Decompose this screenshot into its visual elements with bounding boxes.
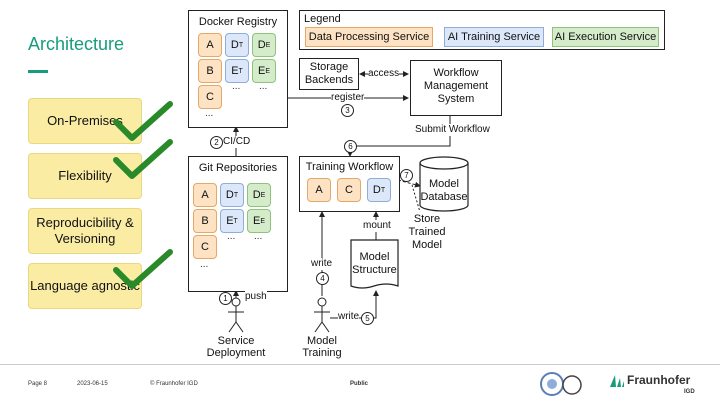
step-6-marker: 6 [344, 140, 357, 153]
legend-title: Legend [304, 13, 341, 25]
checkmark-icon [113, 139, 173, 179]
git-cell-b: B [193, 209, 217, 233]
step-2-marker: 2 [210, 136, 223, 149]
service-actor-line1: Service [217, 335, 255, 347]
feature-reproducibility: Reproducibility & Versioning [28, 208, 142, 254]
legend-data-processing: Data Processing Service [305, 27, 433, 47]
git-cell-c: C [193, 235, 217, 259]
edge-access-label: access [368, 68, 400, 80]
git-dots: ... [227, 231, 236, 242]
legend-ai-execution: AI Execution Service [552, 27, 659, 47]
step-3-marker: 3 [341, 104, 354, 117]
docker-cell-c: C [198, 85, 222, 109]
footer-brand-sub: IGD [684, 389, 695, 395]
edge-write-up-label: write [311, 258, 333, 270]
training-cell-a: A [307, 178, 331, 202]
docker-dots: ... [259, 81, 268, 92]
service-actor-figure [228, 297, 244, 333]
checkmark-icon [113, 249, 173, 289]
fraunhofer-logo-icon [610, 375, 624, 387]
title-accent-line [28, 70, 48, 73]
storage-line2: Backends [304, 74, 354, 86]
service-actor-line2: Deployment [206, 347, 266, 359]
slide-title: Architecture [28, 34, 125, 54]
docker-dots: ... [205, 108, 214, 119]
partner-logos-icon [540, 372, 582, 396]
storage-line1: Storage [309, 61, 349, 73]
model-database-cylinder [419, 156, 469, 212]
model-structure-line2: Structure [352, 264, 397, 276]
footer-divider [0, 364, 720, 365]
docker-dots: ... [232, 81, 241, 92]
legend-ai-training: AI Training Service [444, 27, 544, 47]
feature-language-agnostic: Language agnostic [28, 263, 142, 309]
training-actor-line2: Training [302, 347, 342, 359]
footer-classification: Public [350, 381, 369, 387]
store-label-line1: Store [413, 213, 441, 225]
git-repositories-title: Git Repositories [198, 162, 278, 174]
docker-cell-b: B [198, 59, 222, 83]
workflow-management-system: Workflow Management System [410, 60, 502, 116]
step-7-marker: 7 [400, 169, 413, 182]
store-label-line2: Trained [408, 226, 446, 238]
edge-write-side-label: write [338, 311, 360, 323]
git-dots: ... [254, 231, 263, 242]
footer-date: 2023-06-15 [77, 381, 108, 387]
model-database-line1: Model [429, 178, 459, 190]
edge-submit-label: Submit Workflow [415, 124, 490, 136]
edge-push-label: push [245, 291, 267, 303]
git-cell-a: A [193, 183, 217, 207]
training-workflow-title: Training Workflow [305, 161, 394, 173]
checkmark-icon [113, 101, 173, 141]
docker-cell-a: A [198, 33, 222, 57]
feature-on-premises: On-Premises [28, 98, 142, 144]
edge-cicd-label: CI/CD [223, 136, 251, 148]
footer-page: Page 8 [28, 381, 48, 387]
wms-line3: System [437, 93, 475, 105]
model-structure-shape [350, 239, 399, 289]
git-dots: ... [200, 259, 209, 270]
store-label-line3: Model [412, 239, 442, 251]
step-5-marker: 5 [361, 312, 374, 325]
edge-mount-label: mount [363, 220, 391, 232]
docker-registry-title: Docker Registry [198, 16, 278, 28]
wms-line1: Workflow [433, 67, 479, 79]
model-database-line2: Database [420, 191, 468, 203]
footer-copyright: © Fraunhofer IGD [150, 381, 198, 387]
model-structure-line1: Model [359, 251, 390, 263]
step-1-marker: 1 [219, 292, 232, 305]
wms-line2: Management [423, 80, 489, 92]
step-4-marker: 4 [316, 272, 329, 285]
edge-register-label: register [331, 92, 365, 104]
training-actor-figure [314, 297, 330, 333]
footer-brand: Fraunhofer [627, 373, 691, 387]
training-cell-c: C [337, 178, 361, 202]
storage-backends: Storage Backends [299, 58, 359, 90]
training-actor-line1: Model [307, 335, 337, 347]
feature-flexibility: Flexibility [28, 153, 142, 199]
